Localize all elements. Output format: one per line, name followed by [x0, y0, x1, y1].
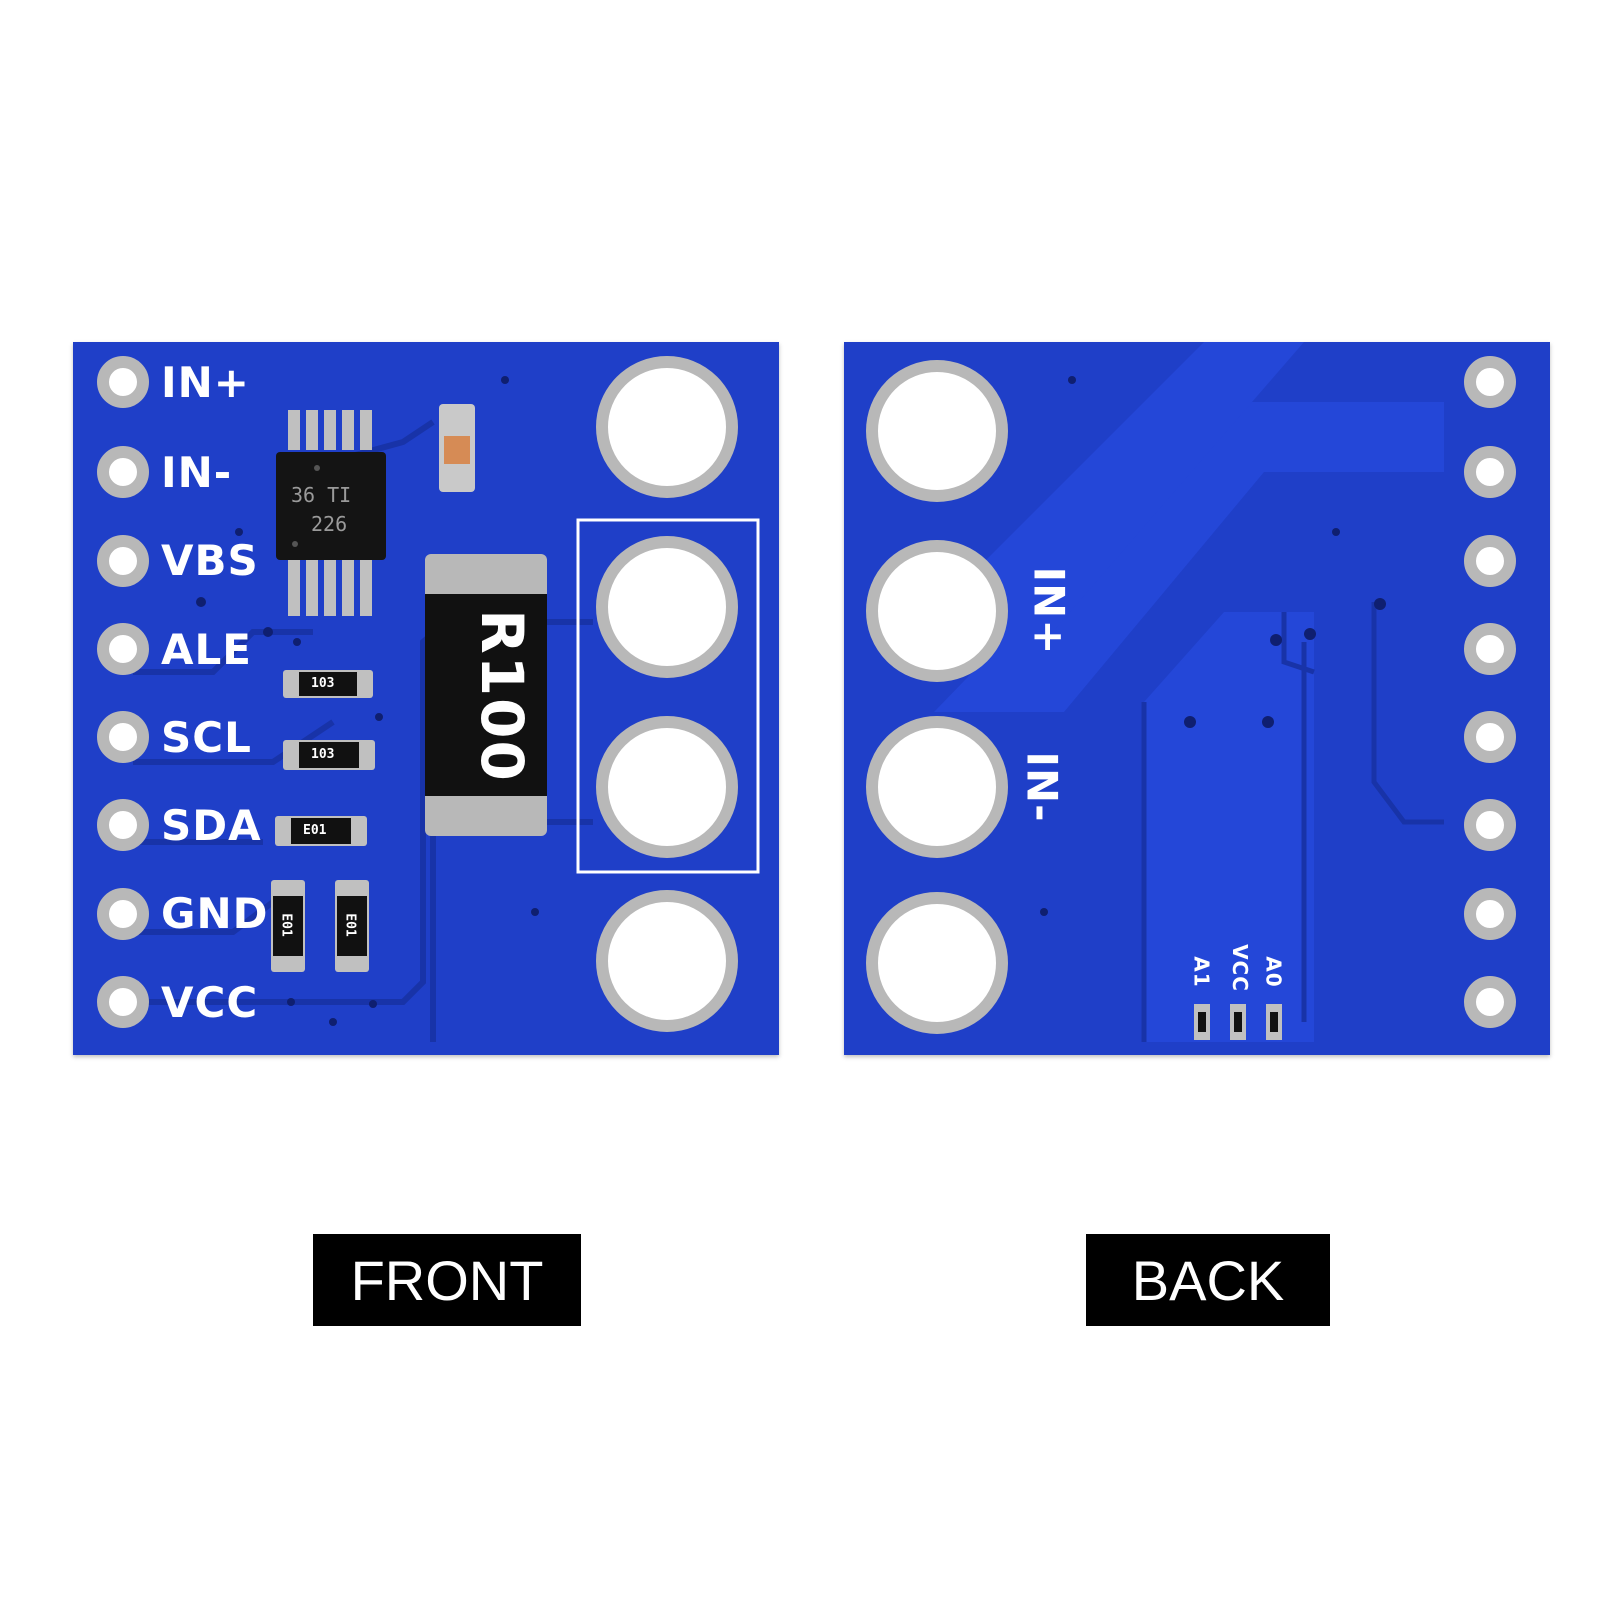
front-board: IN+ IN- VBS ALE SCL SDA GND VCC 36 TI 22… [73, 342, 779, 1055]
pin-label-in-plus: IN+ [161, 358, 250, 407]
jumper-label-vcc: VCC [1227, 944, 1252, 992]
back-pin-pad-3 [1464, 535, 1516, 587]
resistor-code-5: E01 [340, 911, 359, 939]
back-label-in-plus: IN+ [1024, 566, 1074, 656]
back-terminal-pad-3 [866, 716, 1008, 858]
caption-front: FRONT [313, 1234, 581, 1326]
pin-label-vbs: VBS [161, 536, 259, 585]
pin-pad-1 [97, 356, 149, 408]
terminal-pad-1 [596, 356, 738, 498]
back-pin-pad-1 [1464, 356, 1516, 408]
back-terminal-pad-4 [866, 892, 1008, 1034]
pin-pad-2 [97, 446, 149, 498]
resistor-code-3: E01 [301, 822, 329, 840]
back-pin-pad-5 [1464, 711, 1516, 763]
ic-marking-line2: 226 [311, 512, 348, 536]
terminal-pad-4 [596, 890, 738, 1032]
pin-pad-5 [97, 711, 149, 763]
back-pin-pad-6 [1464, 799, 1516, 851]
back-pin-pad-4 [1464, 623, 1516, 675]
caption-back: BACK [1086, 1234, 1330, 1326]
pin-pad-3 [97, 535, 149, 587]
back-copper [934, 342, 1444, 1042]
shunt-resistor-marking: R100 [467, 609, 536, 783]
back-pin-pad-2 [1464, 446, 1516, 498]
pin-label-in-minus: IN- [161, 448, 233, 497]
resistor-code-4: E01 [276, 911, 295, 939]
jumper-label-a0: A0 [1261, 956, 1286, 988]
pin-pad-4 [97, 623, 149, 675]
pin-label-scl: SCL [161, 713, 252, 762]
back-terminal-pad-2 [866, 540, 1008, 682]
terminal-pad-2 [596, 536, 738, 678]
back-pin-pad-8 [1464, 976, 1516, 1028]
pin-pad-8 [97, 976, 149, 1028]
pin-pad-7 [97, 888, 149, 940]
jumper-label-a1: A1 [1189, 956, 1214, 988]
resistor-code-1: 103 [309, 675, 337, 693]
back-label-in-minus: IN- [1017, 751, 1067, 823]
ic-marking-line1: 36 TI [291, 483, 352, 507]
back-board: IN+ IN- A1 VCC A0 [844, 342, 1550, 1055]
pin-label-ale: ALE [161, 625, 252, 674]
pin-label-sda: SDA [161, 801, 262, 850]
pin-label-vcc: VCC [161, 978, 259, 1027]
terminal-pad-3 [596, 716, 738, 858]
pin-pad-6 [97, 799, 149, 851]
pin-label-gnd: GND [161, 889, 269, 938]
back-terminal-pad-1 [866, 360, 1008, 502]
resistor-code-2: 103 [309, 746, 337, 764]
back-pin-pad-7 [1464, 888, 1516, 940]
